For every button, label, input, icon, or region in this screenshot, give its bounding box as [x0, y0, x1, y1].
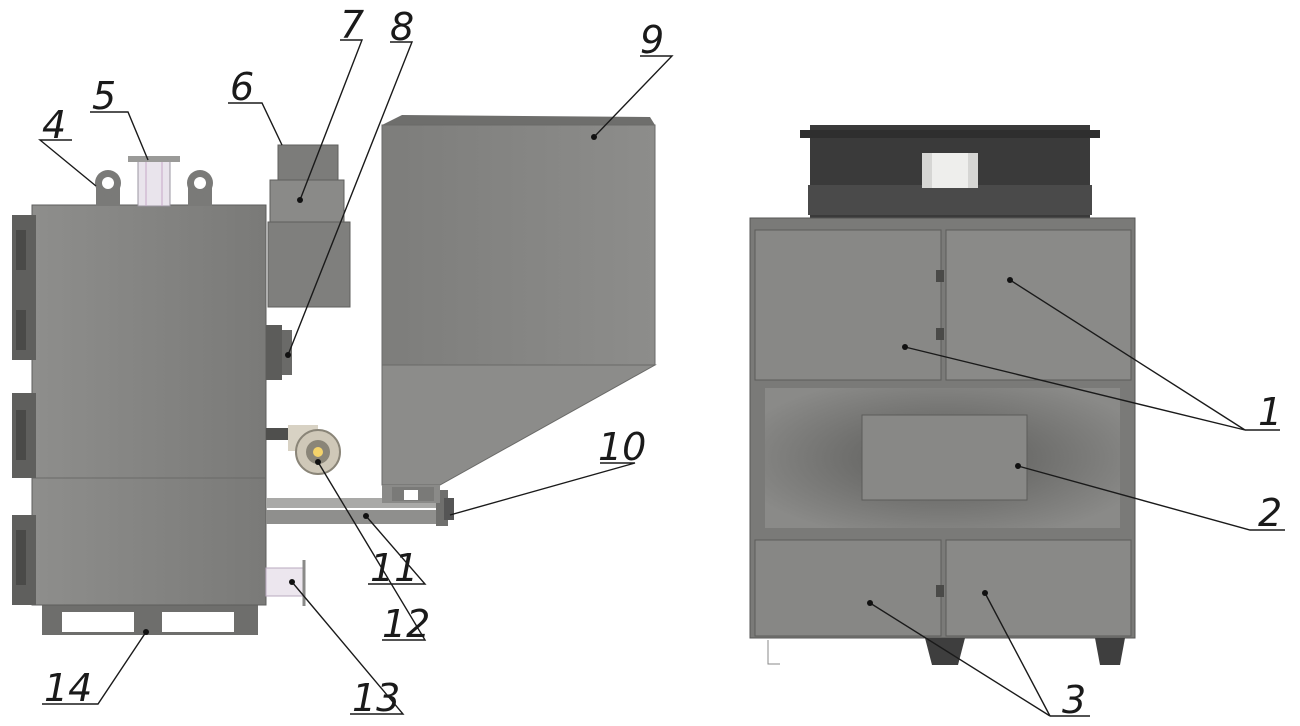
callout-10: 10	[598, 425, 646, 469]
callout-13: 13	[352, 676, 400, 720]
leader-lines-side	[38, 39, 674, 715]
front-view: 1 2 3	[749, 125, 1285, 722]
foot-left	[925, 638, 965, 665]
lifting-eye-right	[187, 170, 213, 206]
callout-4: 4	[42, 103, 66, 147]
boiler-body	[31, 204, 267, 606]
flue-box	[267, 221, 351, 308]
upper-door-left	[754, 229, 942, 381]
callout-12: 12	[382, 602, 430, 646]
callout-11: 11	[370, 546, 418, 590]
callout-14: 14	[44, 666, 92, 710]
callout-7: 7	[340, 3, 364, 47]
flue-adapter	[269, 179, 345, 223]
fan-unit	[266, 425, 341, 475]
foot-right	[1095, 638, 1125, 665]
callout-8: 8	[390, 5, 414, 49]
base-slot-left	[62, 612, 134, 632]
leader-lines-front	[867, 277, 1285, 717]
fuel-hopper	[381, 115, 657, 503]
inspection-cover	[266, 325, 282, 380]
auger-tube	[266, 498, 446, 508]
callout-3: 3	[1062, 678, 1086, 722]
side-view: 4 5 6 7 8 9 10 11 12 13 14	[12, 3, 674, 720]
lower-door-right	[945, 539, 1132, 637]
upper-door-right	[945, 229, 1132, 381]
callout-1: 1	[1258, 390, 1282, 434]
callout-6: 6	[230, 65, 254, 109]
flue-pipe	[277, 144, 339, 181]
callout-9: 9	[640, 18, 664, 62]
lifting-eye-left	[95, 170, 121, 206]
burner-cover	[861, 414, 1028, 501]
base-slot-right	[162, 612, 234, 632]
return-pipe	[265, 567, 305, 597]
callout-5: 5	[92, 74, 116, 118]
callout-2: 2	[1258, 491, 1282, 535]
top-pipe	[128, 156, 180, 207]
lower-door-left	[754, 539, 942, 637]
